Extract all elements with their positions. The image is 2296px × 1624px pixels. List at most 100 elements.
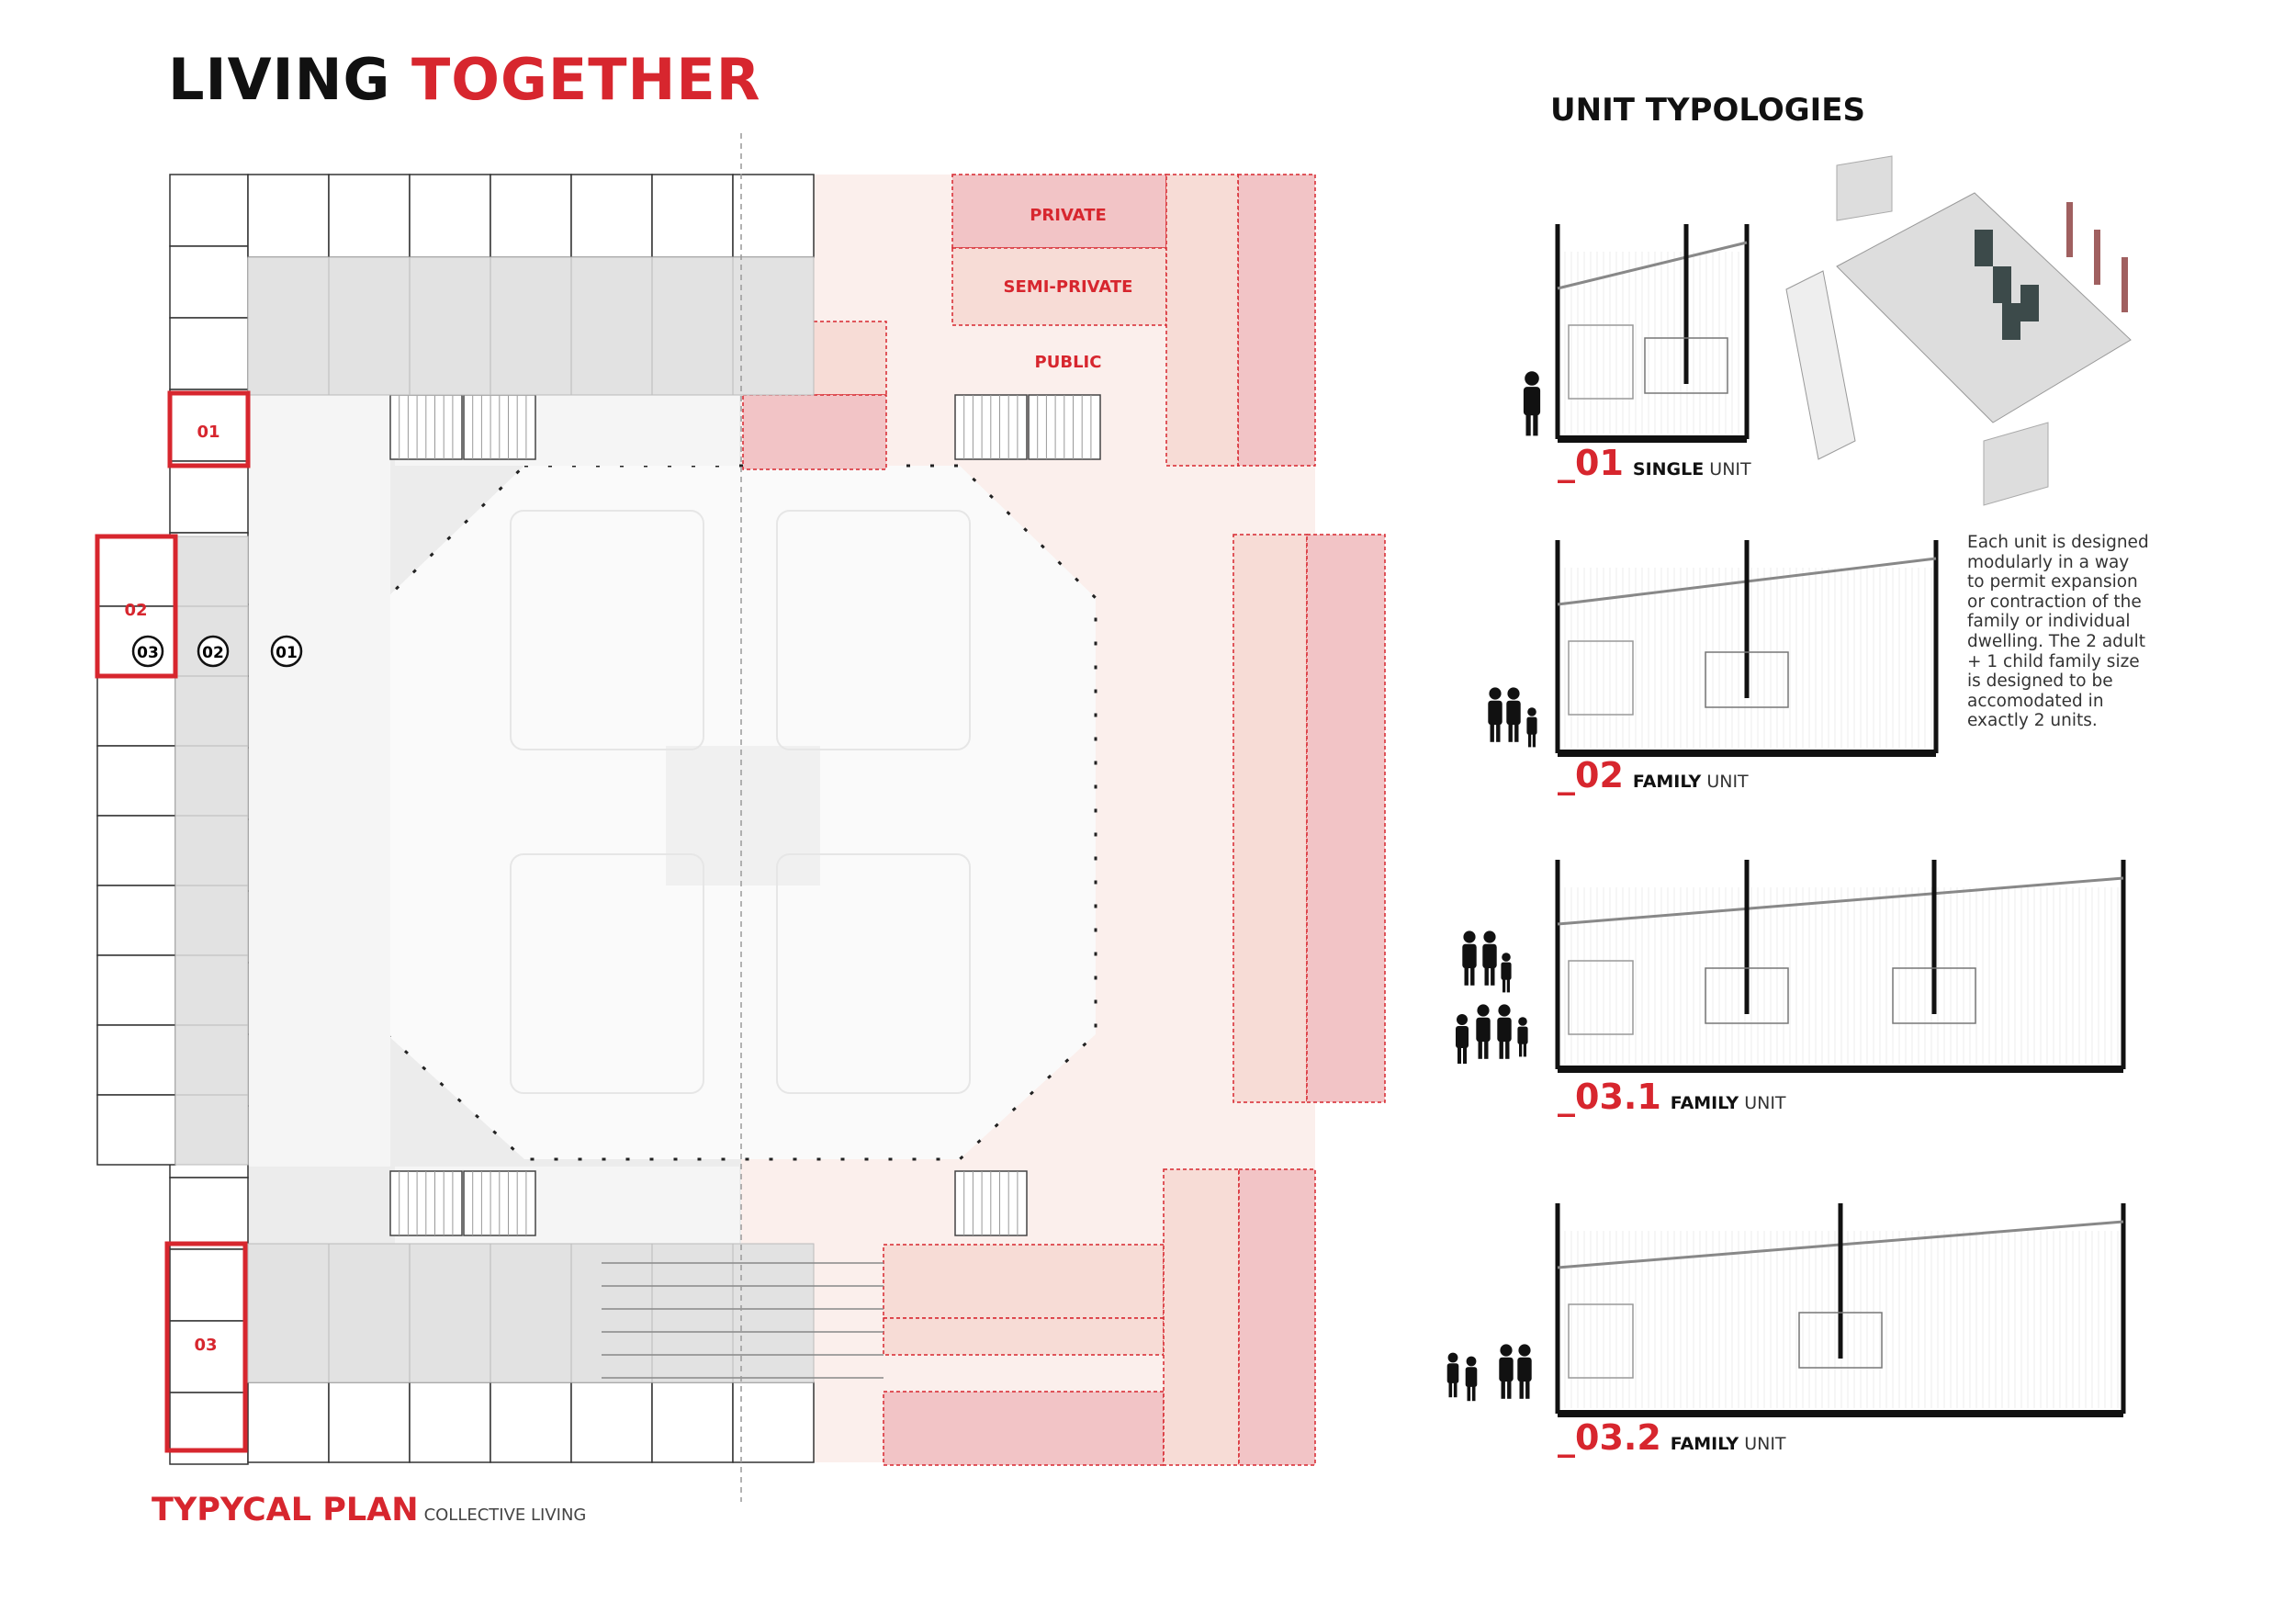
unit-cell bbox=[328, 1382, 411, 1463]
shared-kitchen bbox=[174, 815, 249, 886]
unit-plan-02 bbox=[1555, 540, 1939, 757]
unit-cell bbox=[96, 815, 176, 886]
unit-cell bbox=[96, 675, 176, 747]
unit-cell bbox=[247, 174, 330, 258]
shared-kitchen bbox=[174, 536, 249, 607]
shared-kitchen bbox=[651, 256, 734, 396]
unit-cell bbox=[96, 1094, 176, 1166]
unit-cell bbox=[169, 1320, 249, 1393]
shared-kitchen bbox=[174, 954, 249, 1026]
bed bbox=[1568, 324, 1634, 400]
unit-cell bbox=[96, 1024, 176, 1096]
unit-cell bbox=[169, 245, 249, 319]
unit-cell bbox=[490, 174, 572, 258]
shared-kitchen bbox=[490, 256, 572, 396]
family-icon-02 bbox=[1488, 687, 1537, 748]
unit-cell bbox=[651, 1382, 734, 1463]
unit-description: Each unit is designed modularly in a way… bbox=[1967, 533, 2149, 731]
zone-label-public: PUBLIC bbox=[1035, 353, 1102, 372]
svg-text:02: 02 bbox=[202, 644, 224, 662]
shared-kitchen bbox=[174, 1024, 249, 1096]
zone-area bbox=[1306, 534, 1386, 1103]
unit-cell bbox=[490, 1382, 572, 1463]
svg-text:03: 03 bbox=[137, 644, 159, 662]
corridor-left bbox=[248, 395, 390, 1167]
svg-text:01: 01 bbox=[276, 644, 298, 662]
unit-cell bbox=[169, 460, 249, 534]
shared-kitchen bbox=[570, 1243, 653, 1383]
garden-bed bbox=[776, 853, 971, 1094]
shared-kitchen bbox=[409, 256, 491, 396]
courtyard-center bbox=[666, 746, 820, 885]
garden-bed bbox=[510, 510, 704, 750]
unit-highlight-03: 03 bbox=[164, 1241, 248, 1453]
unit-cell bbox=[96, 745, 176, 817]
shared-kitchen bbox=[174, 675, 249, 747]
typologies-title: UNIT TYPOLOGIES bbox=[1550, 92, 1866, 129]
unit-cell bbox=[570, 1382, 653, 1463]
unit-cell bbox=[570, 174, 653, 258]
shared-kitchen bbox=[247, 256, 330, 396]
family-icon-03-2 bbox=[1446, 1344, 1532, 1402]
unit-cell bbox=[169, 1392, 249, 1465]
unit-cell bbox=[732, 1382, 815, 1463]
unit-cell bbox=[96, 536, 176, 607]
zone-area bbox=[1165, 174, 1239, 467]
zone-area bbox=[1238, 1168, 1316, 1466]
unit-cell bbox=[169, 317, 249, 390]
ring-marker-01: 01 bbox=[270, 635, 303, 668]
unit-cell bbox=[169, 1248, 249, 1322]
garden-bed bbox=[510, 853, 704, 1094]
unit-cell bbox=[96, 885, 176, 956]
unit-highlight-02: 02 bbox=[95, 534, 178, 679]
unit-marker-02: 02 bbox=[124, 601, 147, 620]
shared-kitchen bbox=[732, 256, 815, 396]
bed bbox=[1568, 1303, 1634, 1379]
ring-marker-02: 02 bbox=[197, 635, 230, 668]
zone-area bbox=[1237, 174, 1316, 467]
bed bbox=[1568, 960, 1634, 1035]
unit-cell bbox=[247, 1382, 330, 1463]
unit-cell bbox=[732, 174, 815, 258]
unit-cell bbox=[328, 174, 411, 258]
unit-cell bbox=[96, 954, 176, 1026]
unit-cell bbox=[651, 174, 734, 258]
unit-cell bbox=[409, 1382, 491, 1463]
bed bbox=[1568, 640, 1634, 716]
zone-area bbox=[1232, 534, 1308, 1103]
zone-area bbox=[742, 394, 887, 470]
zone-label-semi-private: SEMI-PRIVATE bbox=[1004, 277, 1133, 297]
shared-kitchen bbox=[247, 1243, 330, 1383]
shared-kitchen bbox=[409, 1243, 491, 1383]
single-person-icon bbox=[1523, 371, 1541, 436]
zone-area bbox=[883, 1391, 1165, 1466]
unit-highlight-01: 01 bbox=[167, 390, 251, 468]
unit-cell bbox=[169, 174, 249, 247]
zone-area bbox=[883, 1317, 1165, 1356]
shared-kitchen bbox=[570, 256, 653, 396]
shared-kitchen bbox=[490, 1243, 572, 1383]
shared-kitchen bbox=[651, 1243, 734, 1383]
unit-marker-01: 01 bbox=[197, 423, 219, 442]
shared-kitchen bbox=[732, 1243, 815, 1383]
zone-area bbox=[1163, 1168, 1240, 1466]
unit-cell bbox=[409, 174, 491, 258]
isometric-unit-view bbox=[1785, 155, 2132, 506]
page-title: LIVING TOGETHER bbox=[168, 46, 761, 113]
shared-kitchen bbox=[174, 885, 249, 956]
shared-kitchen bbox=[328, 1243, 411, 1383]
shared-kitchen bbox=[174, 1094, 249, 1166]
garden-bed bbox=[776, 510, 971, 750]
unit-marker-03: 03 bbox=[194, 1336, 217, 1355]
unit-plan-03-1 bbox=[1555, 860, 2126, 1073]
zone-label-private: PRIVATE bbox=[1030, 206, 1107, 225]
family-icon-03-1 bbox=[1456, 930, 1528, 1064]
shared-kitchen bbox=[328, 256, 411, 396]
